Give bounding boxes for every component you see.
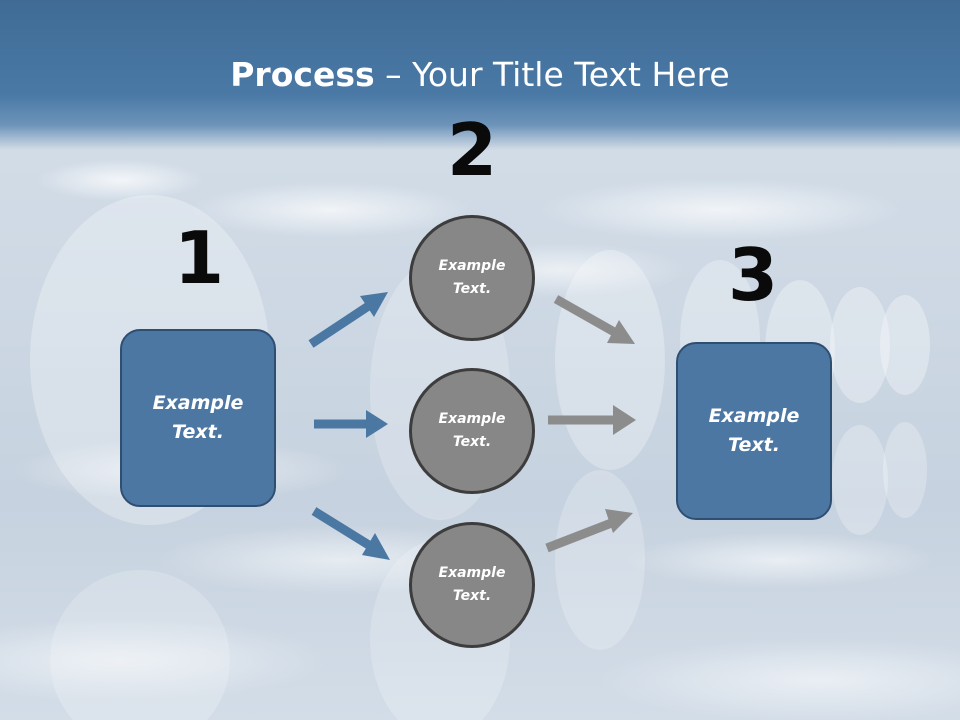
step-number-2: 2 — [446, 108, 498, 192]
arrow-to-bottom-circle — [311, 507, 390, 560]
arrow-to-middle-circle — [314, 410, 388, 438]
step-number-1: 1 — [173, 216, 225, 300]
start-box[interactable]: Example Text. — [120, 329, 276, 507]
step-number-3: 3 — [727, 233, 779, 317]
start-box-text: Example Text. — [152, 392, 244, 443]
arrow-from-top-circle — [553, 295, 635, 344]
title-rest-text: – Your Title Text Here — [374, 55, 730, 94]
process-circle-top-text: Example Text. — [438, 258, 506, 297]
process-circle-middle[interactable]: Example Text. — [409, 368, 535, 494]
title-banner — [0, 0, 960, 150]
arrow-to-top-circle — [308, 292, 388, 348]
slide-title[interactable]: Process – Your Title Text Here — [0, 52, 960, 98]
process-circle-bottom-text: Example Text. — [438, 565, 506, 604]
process-circle-top[interactable]: Example Text. — [409, 215, 535, 341]
process-circle-middle-text: Example Text. — [438, 411, 506, 450]
end-box[interactable]: Example Text. — [676, 342, 832, 520]
arrow-from-bottom-circle — [545, 509, 633, 553]
title-bold-text: Process — [230, 55, 375, 94]
process-circle-bottom[interactable]: Example Text. — [409, 522, 535, 648]
arrow-from-middle-circle — [548, 405, 636, 435]
end-box-text: Example Text. — [708, 405, 800, 456]
